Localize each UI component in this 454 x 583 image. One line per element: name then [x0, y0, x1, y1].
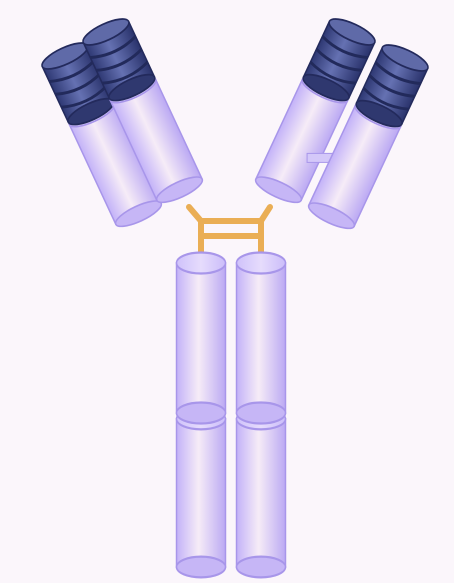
fab-arm-left [39, 14, 206, 231]
heavy-chain-right-upper [237, 253, 286, 424]
fc-region [177, 253, 286, 578]
fab-arm-right [253, 14, 432, 233]
heavy-chain-right-lower [237, 409, 286, 578]
heavy-chain-left-lower [177, 409, 226, 578]
heavy-chain-left-upper [177, 253, 226, 424]
